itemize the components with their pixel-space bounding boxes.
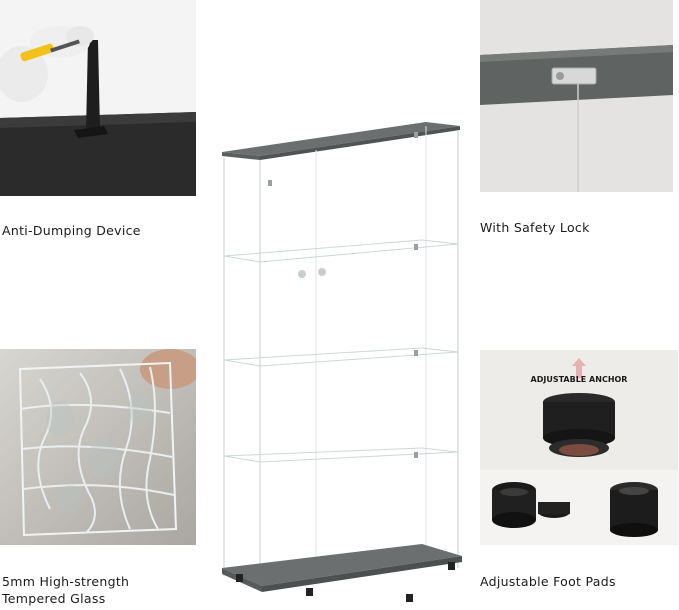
tempered-glass-caption-line2: Tempered Glass [2, 591, 106, 606]
safety-lock-photo [480, 0, 673, 192]
foot-pads-caption: Adjustable Foot Pads [480, 574, 616, 589]
anti-dumping-photo [0, 0, 196, 196]
safety-lock-caption: With Safety Lock [480, 220, 590, 235]
foot-pads-photo: ADJUSTABLE ANCHOR [480, 350, 678, 545]
tempered-glass-photo [0, 349, 196, 545]
tempered-glass-caption-line1: 5mm High-strength [2, 574, 130, 589]
anti-dumping-caption: Anti-Dumping Device [2, 223, 141, 238]
adjustable-anchor-badge: ADJUSTABLE ANCHOR [531, 375, 628, 384]
glass-display-cabinet [216, 116, 464, 610]
